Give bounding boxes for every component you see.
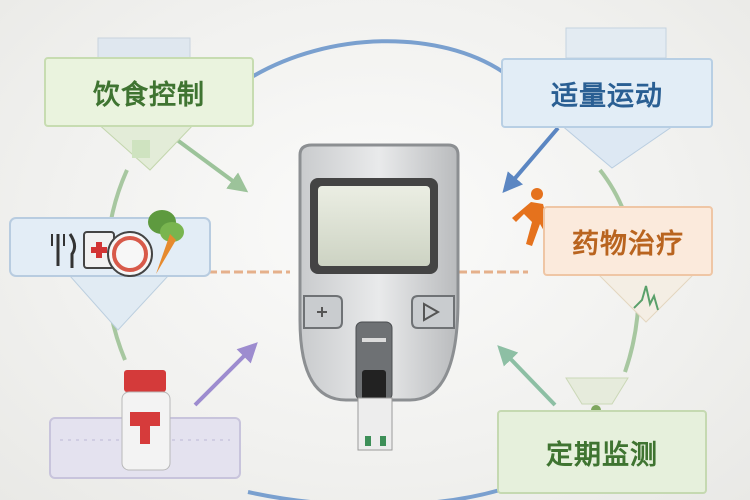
node-diet-control: 饮食控制	[44, 57, 254, 127]
vegetables-icon	[148, 210, 184, 274]
diet-illustration-funnel	[68, 275, 170, 331]
node-exercise-label: 适量运动	[551, 80, 663, 112]
bottle-card	[49, 370, 241, 479]
pill-bottle-icon	[121, 370, 171, 471]
glucose-meter	[298, 143, 460, 451]
arrow-exercise-to-device	[502, 126, 560, 194]
diet-tag-icon	[132, 140, 150, 158]
node-diet-label: 饮食控制	[93, 79, 205, 111]
arrow-bottle-to-device	[193, 342, 258, 407]
pulse-icon	[633, 285, 659, 311]
fork-knife-icon	[51, 233, 77, 268]
test-strip	[357, 397, 393, 451]
medication-funnel	[594, 271, 698, 323]
node-exercise: 适量运动	[501, 58, 713, 128]
meter-screen	[318, 186, 430, 266]
exercise-funnel	[558, 27, 678, 169]
meter-right-button	[411, 295, 455, 329]
node-medication: 药物治疗	[543, 206, 713, 276]
meal-card	[9, 210, 211, 277]
arrow-monitor-to-device	[497, 345, 557, 407]
node-monitoring-label: 定期监测	[546, 439, 658, 471]
node-monitoring: 定期监测	[497, 410, 707, 494]
node-medication-label: 药物治疗	[572, 228, 684, 260]
plate-icon	[107, 231, 153, 277]
